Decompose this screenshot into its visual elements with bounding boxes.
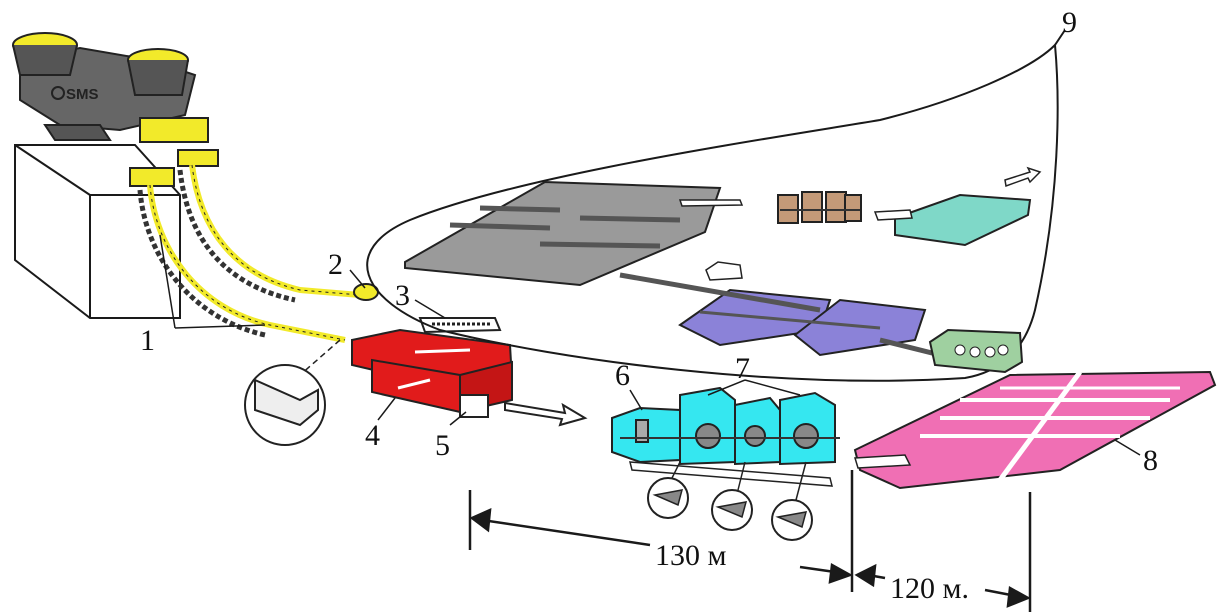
tunnel-furnace xyxy=(352,318,512,417)
label-3: 3 xyxy=(395,279,410,312)
finishing-cooling-area xyxy=(855,372,1215,488)
label-2: 2 xyxy=(328,248,343,281)
rolling-stands xyxy=(612,388,840,540)
label-8: 8 xyxy=(1143,444,1158,477)
strand-detail-magnifier xyxy=(245,340,340,445)
dimension-120m: 120 м. xyxy=(890,572,969,605)
flow-arrow xyxy=(505,403,585,425)
label-9: 9 xyxy=(1062,6,1077,39)
label-1: 1 xyxy=(140,324,155,357)
label-5: 5 xyxy=(435,429,450,462)
label-7: 7 xyxy=(735,352,750,385)
label-6: 6 xyxy=(615,359,630,392)
label-4: 4 xyxy=(365,419,380,452)
dimension-130m: 130 м xyxy=(655,539,727,572)
sms-logo: SMS xyxy=(66,86,99,103)
